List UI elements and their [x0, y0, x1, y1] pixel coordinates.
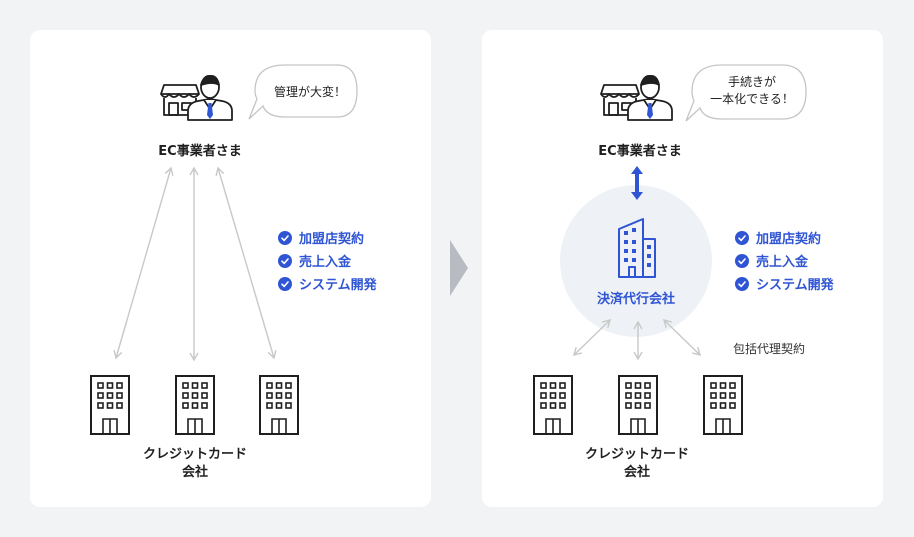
speech-bubble-icon	[685, 64, 807, 122]
check-icon	[735, 253, 749, 268]
after-panel: 手続きが 一本化できる！ EC事業者さま 決済代行会社 加盟店契約 売上入金	[482, 30, 883, 507]
check-icon	[278, 253, 292, 268]
building-icon	[618, 218, 656, 278]
merchant-label: EC事業者さま	[158, 144, 242, 159]
check-icon	[735, 276, 749, 291]
merchant-label: EC事業者さま	[598, 144, 682, 159]
double-arrows	[572, 319, 702, 361]
contract-label: 包括代理契約	[733, 342, 806, 356]
building-icon	[618, 375, 658, 435]
building-icon	[175, 375, 215, 435]
double-arrow-icon	[572, 319, 612, 356]
payment-company-label: 決済代行会社	[596, 292, 675, 307]
bubble-text: 手続きが 一本化できる！	[710, 75, 794, 106]
double-arrow-icon	[113, 166, 174, 360]
check-icon	[735, 230, 749, 245]
building-icon	[533, 375, 573, 435]
check-item: 加盟店契約	[278, 226, 377, 249]
speech-bubble-icon	[248, 64, 358, 120]
building-icon	[90, 375, 130, 435]
chevron-right-icon	[450, 240, 468, 296]
before-panel: 管理が大変！ EC事業者さま 加盟店契約 売上入金 システム開発	[30, 30, 431, 507]
double-arrow-icon	[631, 166, 643, 200]
check-icon	[278, 230, 292, 245]
feature-checklist: 加盟店契約 売上入金 システム開発	[278, 226, 377, 295]
check-icon	[278, 276, 292, 291]
double-arrow-icon	[662, 319, 702, 356]
building-icon	[703, 375, 743, 435]
check-item: システム開発	[278, 272, 377, 295]
card-company-label: クレジットカード 会社	[584, 447, 689, 480]
check-item: 加盟店契約	[735, 226, 834, 249]
bubble-text: 管理が大変！	[273, 85, 346, 99]
feature-checklist: 加盟店契約 売上入金 システム開発	[735, 226, 834, 295]
check-item: 売上入金	[735, 249, 834, 272]
building-icon	[259, 375, 299, 435]
double-arrow-icon	[215, 166, 277, 360]
check-item: システム開発	[735, 272, 834, 295]
check-item: 売上入金	[278, 249, 377, 272]
double-arrows	[113, 166, 277, 362]
card-company-label: クレジットカード 会社	[142, 447, 247, 480]
